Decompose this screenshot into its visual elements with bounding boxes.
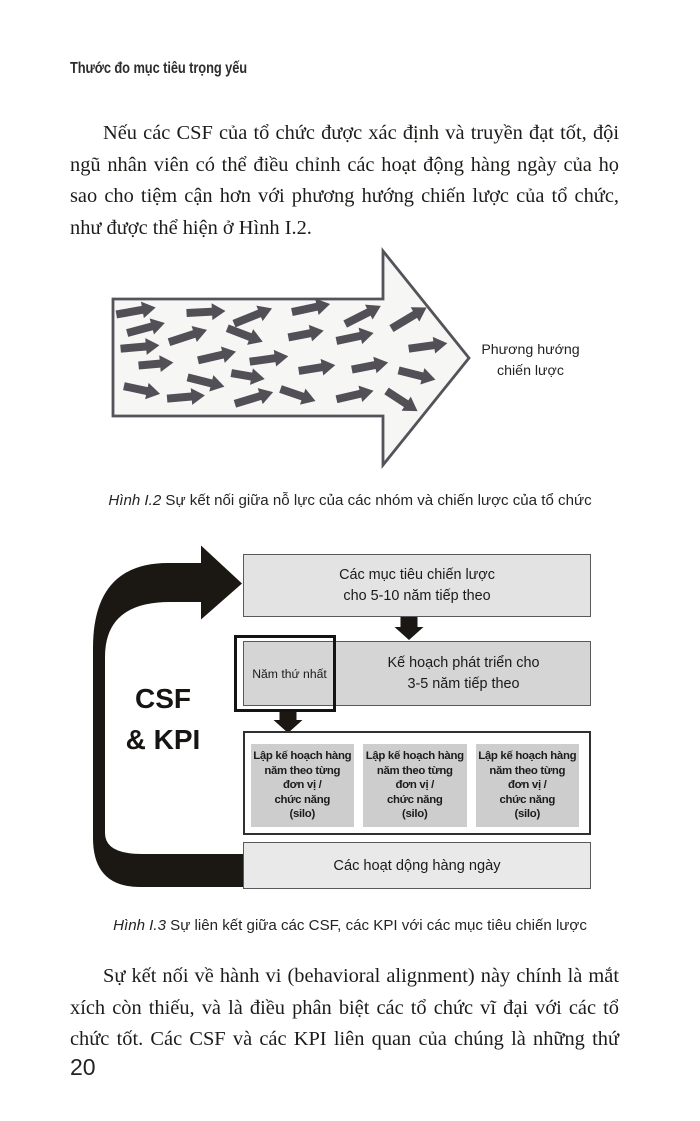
strategic-objectives-box: Các mục tiêu chiến lược cho 5-10 năm tiế… — [243, 554, 591, 617]
small-arrow-icon — [279, 385, 316, 405]
small-arrow-icon — [389, 307, 427, 332]
silo-planning-box-1: Lập kế hoạch hàng năm theo từng đơn vị /… — [250, 744, 354, 827]
silo-3-line-1: Lập kế hoạch hàng — [478, 750, 577, 763]
down-arrow-icon — [273, 712, 303, 733]
down-arrow-icon — [394, 617, 424, 640]
small-arrow-icon — [343, 304, 381, 328]
csf-kpi-loop-arrow-figure — [93, 545, 424, 887]
paragraph-1-line-1: Nếu các CSF của tổ chức được xác định và… — [103, 122, 619, 144]
csf-kpi-line-1: CSF — [135, 683, 191, 714]
small-arrow-icon — [186, 303, 226, 321]
csf-kpi-line-2: & KPI — [125, 724, 201, 755]
small-arrow-icon — [408, 336, 448, 354]
page-number: 20 — [70, 1054, 96, 1080]
silo-3-line-5: (silo) — [514, 808, 541, 821]
direction-label: Phương hướng chiến lược — [468, 340, 593, 381]
silo-2-line-1: Lập kế hoạch hàng — [365, 750, 464, 763]
small-arrow-icon — [287, 324, 324, 342]
paragraph-2-line-3: chức tốt. Các CSF và các KPI liên quan c… — [70, 1028, 619, 1051]
small-arrow-icon — [397, 366, 436, 385]
development-plan-box: Kế hoạch phát triển cho 3-5 năm tiếp the… — [243, 641, 591, 706]
small-arrow-icon — [335, 327, 374, 345]
figure-2-caption: Hình I.2 Sự kết nối giữa nỗ lực của các … — [0, 492, 700, 509]
first-year-box: Năm thứ nhất — [234, 635, 336, 712]
small-arrow-icon — [167, 326, 208, 346]
daily-activities-box: Các hoạt dộng hàng ngày — [243, 842, 591, 889]
silo-2-line-2: năm theo từng — [376, 764, 453, 777]
small-arrow-icon — [232, 305, 273, 328]
paragraph-1-line-4: như được thể hiện ở Hình I.2. — [70, 216, 312, 239]
silo-planning-container: Lập kế hoạch hàng năm theo từng đơn vị /… — [243, 731, 591, 835]
small-arrow-icon — [230, 368, 265, 385]
small-arrow-icon — [138, 355, 174, 373]
small-arrow-icon — [384, 387, 418, 412]
small-arrow-icon — [186, 373, 225, 392]
strategic-objectives-line-1: Các mục tiêu chiến lược — [339, 567, 495, 583]
paragraph-1: Nếu các CSF của tổ chức được xác định và… — [70, 118, 619, 244]
silo-2-line-5: (silo) — [402, 808, 428, 821]
big-arrow-shape — [111, 247, 471, 469]
figure-3-caption-label: Hình I.3 — [113, 917, 166, 934]
silo-1-line-5: (silo) — [289, 808, 316, 821]
direction-label-line-1: Phương hướng — [481, 342, 580, 358]
silo-3-line-2: năm theo từng — [489, 764, 566, 777]
development-plan-line-2: 3-5 năm tiếp theo — [407, 675, 520, 692]
small-arrow-icon — [351, 356, 389, 374]
first-year-label: Năm thứ nhất — [252, 666, 327, 681]
small-arrow-icon — [123, 382, 161, 400]
daily-activities-label: Các hoạt dộng hàng ngày — [333, 857, 501, 874]
small-arrow-icon — [249, 349, 289, 367]
paragraph-2-line-2: xích còn thiếu, và là điều phân biệt các… — [70, 996, 619, 1019]
small-team-arrows — [115, 298, 448, 412]
small-arrow-icon — [225, 324, 263, 345]
small-arrow-icon — [233, 388, 274, 408]
loop-arrow-shape — [93, 545, 243, 887]
silo-2-line-4: chức năng — [386, 793, 443, 806]
paragraph-1-line-3: sao cho tiệm cận hơn với phương hướng ch… — [70, 185, 619, 208]
strategy-alignment-figure — [111, 247, 471, 469]
small-arrow-icon — [120, 338, 160, 355]
small-arrow-icon — [115, 301, 156, 319]
figure-2-caption-label: Hình I.2 — [108, 492, 162, 509]
small-arrow-icon — [291, 298, 331, 316]
figure-3-caption-text: Sự liên kết giữa các CSF, các KPI với cá… — [165, 917, 587, 934]
figure-2-caption-text: Sự kết nối giữa nỗ lực của các nhóm và c… — [161, 492, 592, 509]
silo-planning-box-3: Lập kế hoạch hàng năm theo từng đơn vị /… — [475, 744, 579, 827]
figure-3-caption: Hình I.3 Sự liên kết giữa các CSF, các K… — [0, 917, 700, 934]
running-header: Thước đo mục tiêu trọng yếu — [70, 59, 248, 77]
small-arrow-icon — [126, 318, 165, 337]
silo-1-line-3: đơn vị / — [282, 779, 322, 792]
direction-label-line-2: chiến lược — [497, 362, 564, 379]
paragraph-2: Sự kết nối về hành vi (behavioral alignm… — [70, 961, 619, 1056]
strategic-objectives-line-2: cho 5-10 năm tiếp theo — [343, 587, 491, 604]
paragraph-2-line-1: Sự kết nối về hành vi (behavioral alignm… — [103, 965, 619, 987]
small-arrow-icon — [197, 346, 237, 365]
silo-3-line-3: đơn vị / — [507, 779, 547, 792]
silo-planning-box-2: Lập kế hoạch hàng năm theo từng đơn vị /… — [363, 744, 467, 827]
silo-1-line-2: năm theo từng — [264, 764, 341, 777]
small-arrow-icon — [335, 385, 374, 404]
silo-1-line-1: Lập kế hoạch hàng — [253, 750, 352, 763]
small-arrow-icon — [166, 388, 205, 405]
silo-1-line-4: chức năng — [274, 793, 331, 806]
paragraph-1-line-2: ngũ nhân viên có thể điều chỉnh các hoạt… — [70, 153, 619, 176]
development-plan-line-1: Kế hoạch phát triển cho — [387, 655, 540, 671]
small-arrow-icon — [298, 358, 336, 376]
silo-2-line-3: đơn vị / — [395, 779, 435, 792]
silo-3-line-4: chức năng — [499, 793, 556, 806]
csf-kpi-label: CSF & KPI — [103, 678, 223, 760]
